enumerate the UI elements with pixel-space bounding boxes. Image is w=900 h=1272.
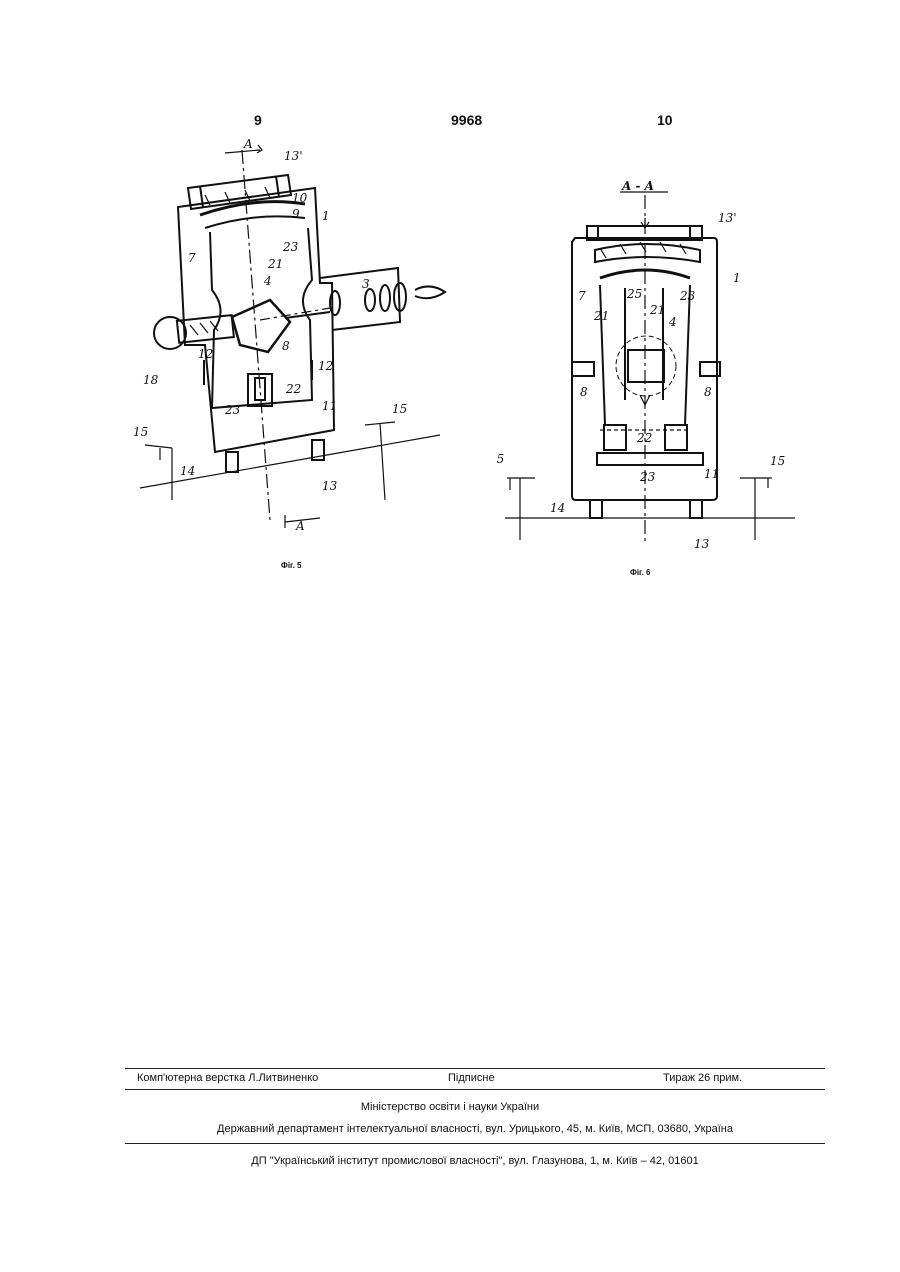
- fig6-label-4: 4: [668, 315, 677, 329]
- figure-5-drawing: 13' 10 9 1 23 7 21 4 3 8 18 12 12 22 23 …: [120, 135, 460, 535]
- fig6-label-21b: 21: [649, 303, 665, 317]
- imprint-ministry: Міністерство освіти і науки України: [0, 1101, 900, 1113]
- fig6-label-7: 7: [578, 289, 586, 303]
- fig6-label-25: 25: [626, 287, 642, 301]
- fig6-label-8a: 8: [580, 385, 588, 399]
- fig6-label-23b: 23: [639, 470, 656, 484]
- figure-6-caption: Фіг. 6: [630, 568, 650, 577]
- fig5-label-12a: 12: [198, 347, 213, 361]
- imprint-subscription: Підписне: [448, 1072, 495, 1084]
- fig6-label-13: 13: [694, 537, 710, 550]
- fig5-label-13p: 13': [284, 149, 303, 163]
- imprint-mid-rule-2: [125, 1143, 825, 1144]
- fig5-label-22: 22: [285, 382, 301, 396]
- fig6-label-14: 14: [550, 501, 565, 515]
- fig5-label-13: 13: [322, 479, 338, 493]
- fig5-label-4: 4: [263, 274, 272, 288]
- fig6-label-15a: 15: [495, 452, 504, 466]
- fig5-label-18: 18: [143, 373, 159, 387]
- fig5-label-14: 14: [180, 464, 195, 478]
- fig5-label-11: 11: [322, 399, 337, 413]
- fig6-label-21a: 21: [593, 309, 609, 323]
- imprint-publisher: ДП "Український інститут промислової вла…: [0, 1155, 900, 1167]
- fig6-label-15b: 15: [770, 454, 785, 468]
- imprint-department: Державний департамент інтелектуальної вл…: [0, 1123, 900, 1135]
- fig6-label-1: 1: [733, 271, 741, 285]
- fig5-label-12b: 12: [318, 359, 333, 373]
- fig6-label-13p: 13': [718, 211, 737, 225]
- fig6-label-23a: 23: [679, 289, 696, 303]
- figure-6-drawing: A - A 13' 1 7 25 23 21 21 4 8 8 22 23 11…: [495, 180, 805, 550]
- fig5-label-21: 21: [267, 257, 283, 271]
- imprint-typesetter: Комп'ютерна верстка Л.Литвиненко: [137, 1072, 318, 1084]
- fig5-label-10: 10: [292, 191, 308, 205]
- imprint-top-rule: [125, 1068, 825, 1069]
- page-number-right: 10: [657, 112, 673, 128]
- fig5-section-mark-top: A: [243, 137, 253, 151]
- fig5-label-3: 3: [362, 277, 370, 291]
- fig5-label-8: 8: [282, 339, 290, 353]
- imprint-circulation: Тираж 26 прим.: [663, 1072, 742, 1084]
- fig5-label-15a: 15: [133, 425, 148, 439]
- fig5-label-7: 7: [188, 251, 196, 265]
- imprint-mid-rule-1: [125, 1089, 825, 1090]
- figure-5-caption: Фіг. 5: [281, 561, 301, 570]
- fig6-label-8b: 8: [704, 385, 712, 399]
- fig5-label-1: 1: [322, 209, 330, 223]
- fig5-section-mark-bottom: A: [295, 519, 305, 533]
- fig6-label-22: 22: [636, 431, 652, 445]
- fig6-section-title: A - A: [621, 180, 654, 193]
- fig5-label-9: 9: [292, 207, 300, 221]
- fig5-label-23: 23: [282, 240, 299, 254]
- patent-number: 9968: [451, 112, 482, 128]
- fig5-label-23b: 23: [224, 403, 241, 417]
- fig6-label-11: 11: [704, 467, 719, 481]
- page-number-left: 9: [254, 112, 262, 128]
- fig5-label-15b: 15: [392, 402, 407, 416]
